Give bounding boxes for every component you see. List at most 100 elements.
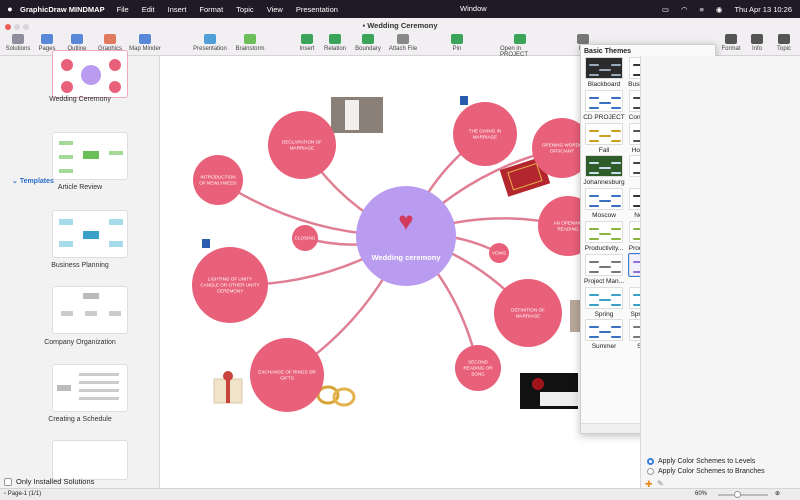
gift-box-image[interactable]	[213, 371, 243, 404]
topic-circle[interactable]	[192, 247, 268, 323]
apply-to-levels-option[interactable]: Apply Color Schemes to Levels	[647, 458, 755, 465]
menu-format[interactable]: Format	[199, 4, 224, 14]
menu-view[interactable]: View	[266, 4, 283, 14]
theme-option[interactable]: Blackboard	[583, 57, 625, 89]
topic-button[interactable]: Topic	[764, 34, 800, 52]
attach-file-button[interactable]: Attach File	[383, 34, 423, 52]
open-in-project-button[interactable]: Open in PROJECT	[500, 34, 540, 58]
photo-partial-right[interactable]	[570, 300, 582, 332]
topic-node[interactable]: VOWS	[489, 243, 509, 263]
theme-option[interactable]: CD PROJECT	[583, 89, 625, 122]
topic-circle[interactable]	[453, 102, 517, 166]
solutions-button[interactable]: Solutions	[0, 34, 38, 52]
apply-to-branches-radio[interactable]	[647, 468, 654, 475]
info-button[interactable]: Info	[737, 34, 777, 52]
note-icon[interactable]	[460, 96, 468, 105]
theme-option[interactable]: Moscow	[583, 188, 625, 220]
menu-file[interactable]: File	[116, 4, 129, 14]
theme-option[interactable]: Johannesburg	[583, 155, 625, 187]
topic-circle[interactable]	[193, 155, 243, 205]
edit-scheme-icon[interactable]: ✎	[657, 479, 664, 488]
menu-topic[interactable]: Topic	[236, 4, 254, 14]
zoom-window-icon[interactable]	[23, 24, 29, 30]
minimize-window-icon[interactable]	[14, 24, 20, 30]
graphics-button[interactable]: Graphics	[90, 34, 130, 52]
topic-node[interactable]: CLOSING	[292, 225, 318, 251]
templates-section-heading[interactable]: ⌄ Templates	[12, 177, 54, 185]
template-thumbnail-article-review[interactable]	[52, 132, 128, 180]
note-icon-left[interactable]	[202, 239, 210, 248]
topic-circle[interactable]	[532, 118, 592, 178]
clock[interactable]: Thu Apr 13 10:26	[734, 4, 792, 14]
zoom-level[interactable]: 60%	[695, 491, 708, 497]
menu-window[interactable]: Window	[460, 4, 487, 13]
brainstorm-button[interactable]: Brainstorm	[230, 34, 270, 52]
only-installed-checkbox[interactable]	[4, 477, 12, 486]
close-window-icon[interactable]	[5, 24, 11, 30]
topic-circle[interactable]	[292, 225, 318, 251]
toolbar-button-label: Pin	[452, 46, 462, 52]
control-center-icon[interactable]: ≡	[699, 4, 704, 14]
battery-icon[interactable]: ▭	[661, 4, 669, 14]
toolbar-button-label: Presentation	[193, 46, 227, 52]
central-circle[interactable]	[356, 186, 456, 286]
rose-piano-image[interactable]	[520, 373, 578, 409]
template-thumbnail-company-organization[interactable]	[52, 286, 128, 334]
boundary-button[interactable]: Boundary	[348, 34, 388, 52]
theme-name: Fall	[598, 146, 610, 154]
siri-icon[interactable]: ◉	[715, 4, 723, 14]
theme-option[interactable]: Summer	[583, 319, 625, 351]
page-indicator[interactable]: ▫ Page-1 (1/1)	[4, 491, 41, 497]
apply-to-levels-radio[interactable]	[647, 458, 654, 465]
add-scheme-icon[interactable]: ✚	[645, 479, 653, 489]
outline-button[interactable]: Outline	[57, 34, 97, 52]
theme-option[interactable]: Project Man...	[583, 253, 625, 286]
central-topic[interactable]: ♥Wedding ceremony	[356, 186, 456, 286]
template-thumbnail-creating-a-schedule[interactable]	[52, 364, 128, 412]
topic-circle[interactable]	[494, 279, 562, 347]
template-thumbnail-business-planning[interactable]	[52, 210, 128, 258]
pages-button[interactable]: Pages	[27, 34, 67, 52]
envelope-image[interactable]	[499, 156, 551, 197]
wifi-icon[interactable]: ◠	[680, 4, 688, 14]
apply-to-branches-option[interactable]: Apply Color Schemes to Branches	[647, 468, 765, 475]
zoom-slider-handle[interactable]	[734, 491, 741, 498]
topic-circle[interactable]	[489, 243, 509, 263]
theme-option[interactable]: Productivity...	[583, 221, 625, 253]
relation-button[interactable]: Relation	[315, 34, 355, 52]
map-minder-button[interactable]: Map Minder	[125, 34, 165, 52]
app-name-menu[interactable]: GraphicDraw MINDMAP	[20, 4, 105, 14]
topic-circle[interactable]	[455, 345, 501, 391]
pin-button[interactable]: Pin	[437, 34, 477, 52]
menu-presentation[interactable]: Presentation	[295, 4, 338, 14]
zoom-in-icon[interactable]: ⊕	[775, 491, 781, 497]
menu-insert[interactable]: Insert	[167, 4, 187, 14]
topic-circle[interactable]	[250, 338, 324, 412]
menu-edit[interactable]: Edit	[141, 4, 155, 14]
theme-option[interactable]: Fall	[583, 122, 625, 155]
presentation-button[interactable]: Presentation	[190, 34, 230, 52]
format-button[interactable]: Format	[711, 34, 751, 52]
theme-option[interactable]: Spring	[583, 286, 625, 319]
apple-menu-icon[interactable]: ●	[7, 4, 13, 14]
current-document-thumbnail[interactable]	[52, 50, 128, 98]
topic-circle[interactable]	[268, 111, 336, 179]
theme-swatch	[585, 89, 623, 112]
article-review-preview	[59, 141, 123, 173]
zoom-slider[interactable]	[718, 494, 768, 496]
wedding-rings-image[interactable]	[316, 385, 356, 407]
insert-button[interactable]: Insert	[287, 34, 327, 52]
only-installed-checkbox-row[interactable]: Only Installed Solutions	[4, 477, 94, 486]
template-thumbnail-partial[interactable]	[52, 440, 128, 480]
current-document-label: Wedding Ceremony	[49, 96, 111, 103]
